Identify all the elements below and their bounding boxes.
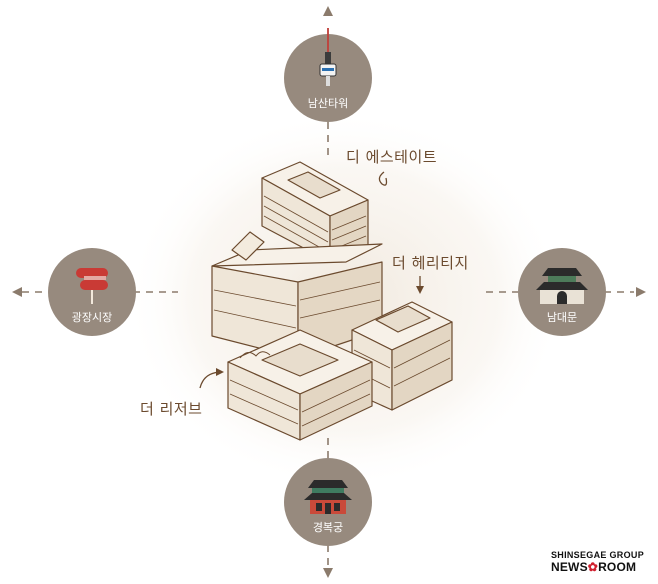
- brand-newsroom: NEWS✿ROOM: [551, 560, 644, 574]
- arrow-head-north-icon: [323, 6, 333, 16]
- namsan-tower-icon: [319, 28, 337, 86]
- gyeongbokgung-palace-icon: [304, 480, 352, 514]
- namdaemun-label: 남대문: [546, 311, 578, 324]
- brand-room-text: ROOM: [598, 560, 637, 574]
- gwangjang-market-label: 광장시장: [71, 311, 113, 324]
- brand-news-text: NEWS: [550, 560, 588, 574]
- gyeongbokgung-label: 경복궁: [312, 521, 344, 534]
- arrow-head-south-icon: [323, 568, 333, 578]
- the-reserve-label: 더 리저브: [140, 400, 203, 418]
- namsan-tower-label: 남산타워: [307, 97, 349, 110]
- brand-logo: SHINSEGAE GROUP NEWS✿ROOM: [551, 550, 644, 574]
- arrow-head-east-icon: [636, 287, 646, 297]
- building-cluster-illustration: [211, 161, 453, 441]
- flower-icon: ✿: [587, 560, 599, 574]
- estate-pointer-icon: [378, 171, 388, 186]
- brand-group-text: SHINSEGAE GROUP: [550, 550, 644, 560]
- label-pointers: [199, 171, 424, 389]
- the-reserve-building: [227, 329, 373, 441]
- the-heritage-label: 더 헤리티지: [392, 254, 469, 272]
- arrow-head-west-icon: [12, 287, 22, 297]
- the-estate-label: 디 에스테이트: [346, 148, 438, 166]
- market-sausage-icon: [76, 268, 108, 304]
- namdaemun-gate-icon: [536, 268, 588, 304]
